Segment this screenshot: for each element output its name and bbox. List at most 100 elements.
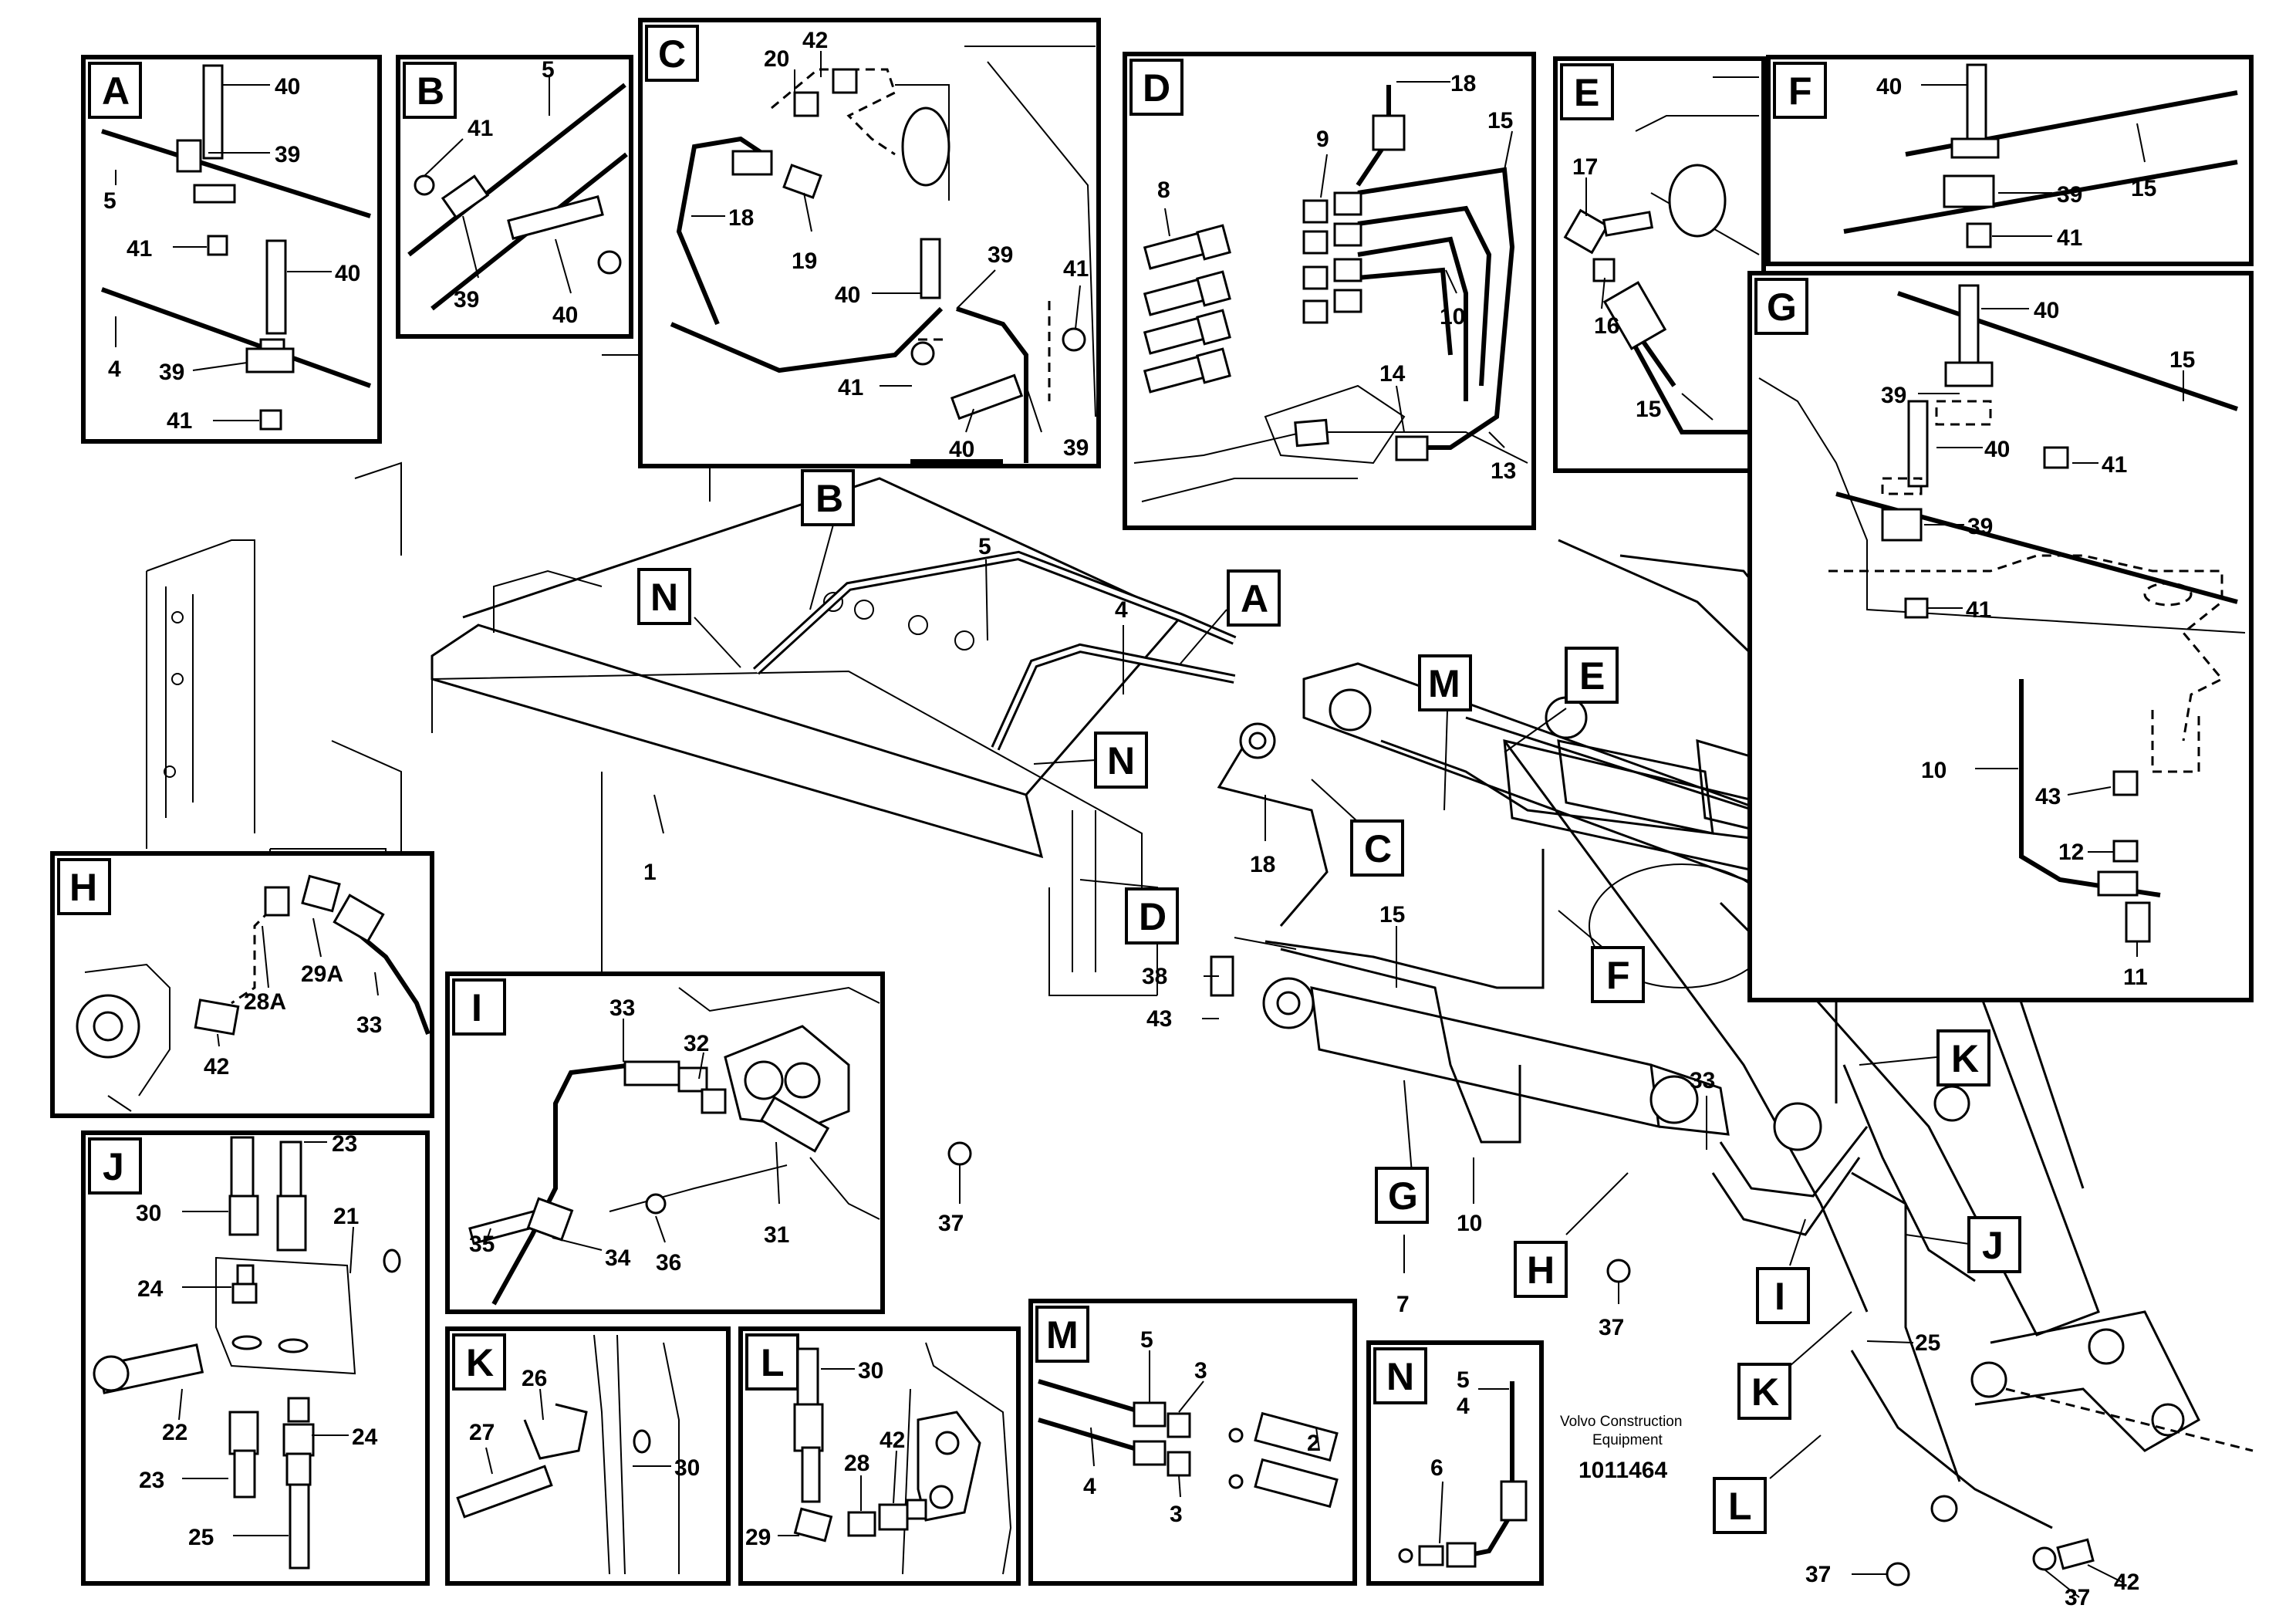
detail-box-N-letter: N — [1386, 1355, 1414, 1398]
box-G-callout-3: 40 — [1984, 437, 2010, 462]
box-M-callout-2: 2 — [1307, 1431, 1320, 1456]
box-F-callout-1: 15 — [2131, 176, 2156, 201]
detail-box-J-letter: J — [103, 1145, 124, 1188]
box-G-callout-10: 11 — [2123, 965, 2148, 990]
detail-box-E: E 17 16 15 — [1553, 56, 1766, 473]
box-G-callout-8: 43 — [2035, 784, 2061, 809]
detail-box-L-letter: L — [761, 1341, 785, 1384]
credit-line-1: Volvo Construction — [1560, 1414, 1682, 1430]
tag-F: F — [1606, 954, 1630, 997]
box-N-callout-1: 4 — [1457, 1394, 1470, 1419]
box-J-callout-5: 24 — [352, 1424, 378, 1450]
box-G-callout-6: 41 — [1966, 597, 1991, 623]
box-B-callout-2: 39 — [454, 287, 479, 313]
box-I-callout-4: 36 — [656, 1250, 681, 1276]
main-callout-15: 15 — [1379, 902, 1405, 928]
main-callout-42: 42 — [2114, 1570, 2139, 1595]
detail-box-N: N 5 4 6 — [1366, 1340, 1544, 1586]
box-G-callout-9: 12 — [2058, 840, 2084, 865]
box-C-callout-5: 39 — [988, 242, 1013, 268]
tag-A: A — [1241, 577, 1268, 620]
box-B-callout-3: 40 — [552, 302, 578, 328]
tag-H: H — [1527, 1249, 1555, 1292]
box-A-callout-7: 41 — [167, 408, 192, 434]
box-J-callout-2: 21 — [333, 1204, 359, 1229]
box-C-callout-3: 19 — [792, 248, 817, 274]
tag-K-2: K — [1751, 1370, 1779, 1414]
box-C-callout-6: 41 — [1063, 256, 1089, 282]
detail-box-L: L 30 28 42 29 — [738, 1326, 1021, 1586]
box-M-callout-1: 3 — [1194, 1358, 1207, 1384]
detail-box-D: D 18 1 — [1123, 52, 1536, 530]
detail-box-G: G 40 15 39 40 41 39 41 10 — [1747, 271, 2254, 1002]
detail-box-A: A 40 39 5 41 40 4 39 41 — [81, 55, 382, 444]
box-N-callout-2: 6 — [1430, 1455, 1443, 1481]
credit-line-2: Equipment — [1592, 1432, 1663, 1448]
lift-cylinder-lower — [1262, 977, 1730, 1136]
main-callout-25: 25 — [1915, 1330, 1940, 1356]
box-F-callout-0: 40 — [1876, 74, 1902, 100]
tilt-cylinder — [1239, 688, 1775, 988]
box-H-callout-2: 33 — [356, 1012, 382, 1038]
main-callout-37d: 37 — [2065, 1585, 2090, 1610]
box-C-callout-2: 18 — [728, 205, 754, 231]
main-callout-10: 10 — [1457, 1211, 1482, 1236]
box-A-callout-6: 39 — [159, 360, 184, 385]
detail-box-C-letter: C — [658, 32, 686, 76]
box-K-callout-2: 30 — [674, 1455, 700, 1481]
detail-box-K: K 26 27 30 — [445, 1326, 731, 1586]
lift-arm — [1302, 539, 2200, 1529]
box-A-callout-1: 39 — [275, 142, 300, 167]
box-B-callout-1: 41 — [468, 116, 493, 141]
tag-C: C — [1364, 827, 1392, 870]
detail-box-M-letter: M — [1046, 1313, 1079, 1357]
box-D-callout-6: 13 — [1491, 458, 1516, 484]
box-G-callout-2: 39 — [1881, 383, 1906, 408]
box-K-callout-1: 27 — [469, 1420, 495, 1445]
box-H-callout-1: 29A — [301, 961, 343, 987]
box-M-callout-3: 4 — [1083, 1474, 1096, 1499]
tag-B: B — [815, 477, 843, 520]
tag-K-1: K — [1951, 1037, 1979, 1080]
main-callout-1: 1 — [643, 860, 657, 885]
tag-E: E — [1579, 654, 1605, 698]
main-callout-18: 18 — [1250, 852, 1275, 877]
box-C-callout-7: 41 — [838, 375, 863, 400]
box-I-callout-1: 32 — [684, 1031, 709, 1056]
box-G-callout-0: 40 — [2034, 298, 2059, 323]
box-D-callout-4: 10 — [1440, 304, 1465, 329]
box-J-callout-7: 25 — [188, 1525, 214, 1550]
box-K-callout-0: 26 — [522, 1366, 547, 1391]
box-C-callout-8: 40 — [949, 437, 974, 462]
box-A-callout-3: 41 — [127, 236, 152, 262]
box-C-callout-9: 39 — [1063, 435, 1089, 461]
document-number: 1011464 — [1578, 1458, 1667, 1483]
box-E-callout-2: 15 — [1636, 397, 1661, 422]
main-callout-37c: 37 — [1805, 1562, 1831, 1587]
box-F-callout-2: 39 — [2057, 182, 2082, 208]
tag-L-2: L — [1728, 1485, 1752, 1528]
box-L-callout-2: 42 — [880, 1428, 905, 1453]
detail-box-G-letter: G — [1767, 286, 1797, 329]
tag-N-1: N — [650, 576, 678, 619]
box-H-callout-3: 42 — [204, 1054, 229, 1080]
main-callout-7: 7 — [1396, 1292, 1410, 1317]
main-callout-37a: 37 — [938, 1211, 964, 1236]
box-D-callout-1: 15 — [1487, 108, 1513, 133]
tag-M: M — [1428, 662, 1460, 705]
box-I-callout-5: 31 — [764, 1222, 789, 1248]
detail-box-E-letter: E — [1574, 71, 1599, 114]
box-D-callout-0: 18 — [1450, 71, 1476, 96]
tag-G: G — [1388, 1174, 1418, 1218]
box-M-callout-4: 3 — [1170, 1502, 1183, 1527]
detail-box-F-letter: F — [1788, 69, 1812, 113]
box-M-callout-0: 5 — [1140, 1327, 1153, 1353]
detail-box-A-letter: A — [102, 69, 130, 113]
main-letter-tags: N B A N M E C D F — [637, 469, 2021, 1534]
box-J-callout-0: 23 — [332, 1131, 357, 1157]
box-A-callout-4: 40 — [335, 261, 360, 286]
detail-box-C: C 20 42 18 19 40 39 41 41 40 3 — [638, 18, 1101, 468]
detail-box-I-letter: I — [471, 986, 482, 1029]
box-A-callout-5: 4 — [108, 357, 121, 382]
